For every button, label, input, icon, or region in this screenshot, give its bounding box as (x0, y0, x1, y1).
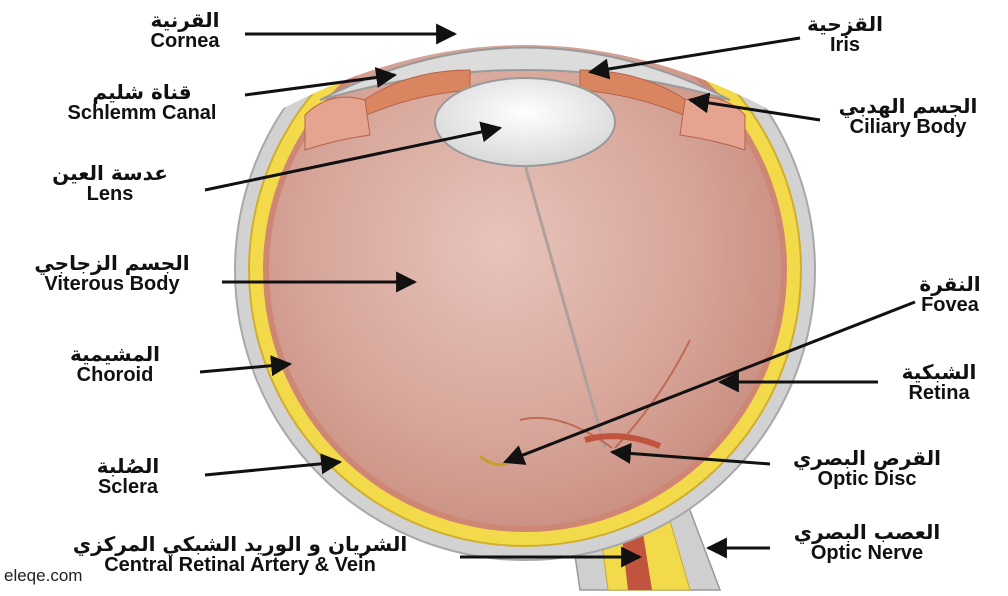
label-schlemm-ar: قناة شليم (22, 82, 262, 103)
label-schlemm: قناة شليم Schlemm Canal (22, 82, 262, 124)
label-ciliary-en: Ciliary Body (818, 117, 998, 138)
label-cornea-en: Cornea (120, 31, 250, 52)
label-fovea-en: Fovea (900, 295, 1000, 316)
label-sclera: الصُلبة Sclera (58, 456, 198, 498)
label-ciliary-ar: الجسم الهدبي (818, 96, 998, 117)
label-disc-en: Optic Disc (772, 469, 962, 490)
label-vitreous-en: Viterous Body (2, 274, 222, 295)
label-iris: القزحية Iris (790, 14, 900, 56)
label-fovea-ar: النقرة (900, 274, 1000, 295)
label-nerve-ar: العصب البصري (772, 522, 962, 543)
label-lens: عدسة العين Lens (20, 163, 200, 205)
label-choroid: المشيمية Choroid (30, 344, 200, 386)
label-lens-ar: عدسة العين (20, 163, 200, 184)
label-ciliary: الجسم الهدبي Ciliary Body (818, 96, 998, 138)
label-artery-en: Central Retinal Artery & Vein (20, 555, 460, 576)
label-artery: الشريان و الوريد الشبكي المركزي Central … (20, 534, 460, 576)
label-nerve: العصب البصري Optic Nerve (772, 522, 962, 564)
label-fovea: النقرة Fovea (900, 274, 1000, 316)
watermark: eleqe.com (4, 566, 82, 586)
label-choroid-ar: المشيمية (30, 344, 200, 365)
label-retina: الشبكية Retina (880, 362, 998, 404)
label-vitreous: الجسم الزجاجي Viterous Body (2, 253, 222, 295)
label-iris-ar: القزحية (790, 14, 900, 35)
label-disc-ar: القرص البصري (772, 448, 962, 469)
label-retina-ar: الشبكية (880, 362, 998, 383)
label-artery-ar: الشريان و الوريد الشبكي المركزي (20, 534, 460, 555)
label-disc: القرص البصري Optic Disc (772, 448, 962, 490)
lens-shape (435, 78, 615, 166)
label-lens-en: Lens (20, 184, 200, 205)
label-nerve-en: Optic Nerve (772, 543, 962, 564)
label-vitreous-ar: الجسم الزجاجي (2, 253, 222, 274)
label-cornea-ar: القرنية (120, 10, 250, 31)
label-schlemm-en: Schlemm Canal (22, 103, 262, 124)
label-sclera-en: Sclera (58, 477, 198, 498)
label-retina-en: Retina (880, 383, 998, 404)
label-iris-en: Iris (790, 35, 900, 56)
label-sclera-ar: الصُلبة (58, 456, 198, 477)
label-cornea: القرنية Cornea (120, 10, 250, 52)
label-choroid-en: Choroid (30, 365, 200, 386)
